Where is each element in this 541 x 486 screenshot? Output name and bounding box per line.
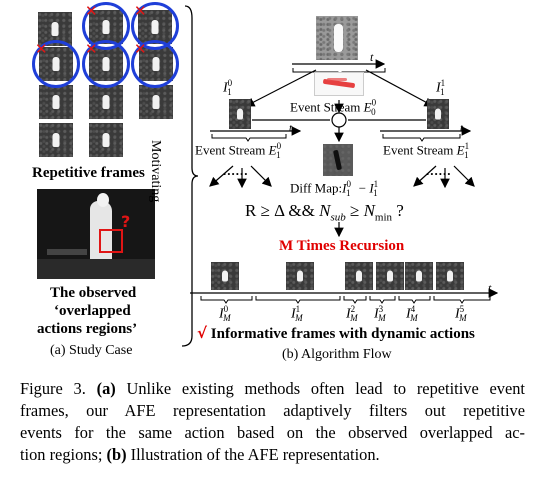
i10-label: I01 bbox=[223, 78, 233, 98]
top-t-label: t bbox=[370, 50, 374, 64]
repetition-circle bbox=[32, 40, 80, 88]
frame-i11 bbox=[427, 99, 449, 129]
frame-thumbnail bbox=[139, 85, 173, 119]
right-t-label: t bbox=[460, 122, 464, 134]
reject-x-icon: ✕ bbox=[85, 40, 98, 58]
study-case-caption: (a) Study Case bbox=[50, 343, 133, 358]
overlap-question-mark: ? bbox=[121, 212, 131, 231]
right-dots: ...... bbox=[426, 163, 452, 178]
frame-thumbnail bbox=[39, 85, 73, 119]
diff-map-image bbox=[323, 144, 353, 176]
output-frame bbox=[405, 262, 433, 290]
im3-label: I3M bbox=[374, 304, 386, 324]
event-stream-left-label: Event Stream E01 bbox=[195, 141, 282, 160]
output-frame bbox=[345, 262, 373, 290]
figure-caption: Figure 3. (a) Unlike existing methods of… bbox=[20, 378, 525, 466]
im5-label: I5M bbox=[455, 304, 467, 324]
event-stream-image bbox=[314, 72, 364, 96]
frame-thumbnail bbox=[89, 123, 123, 157]
reject-x-icon: ✕ bbox=[35, 40, 48, 58]
i11-label: I11 bbox=[436, 78, 446, 98]
output-frame bbox=[436, 262, 464, 290]
reject-x-icon: ✕ bbox=[85, 2, 98, 20]
frame-i10 bbox=[229, 99, 251, 129]
reject-x-icon: ✕ bbox=[134, 40, 147, 58]
reject-x-icon: ✕ bbox=[134, 2, 147, 20]
observed-label-line2: ‘overlapped bbox=[54, 303, 131, 319]
observed-label-line1: The observed bbox=[50, 285, 137, 301]
recursion-label: M Times Recursion bbox=[279, 238, 405, 254]
caption-line: Figure 3. (a) Unlike existing methods of… bbox=[20, 379, 525, 398]
bottom-t-label: t bbox=[488, 281, 492, 295]
repetition-circle bbox=[131, 40, 179, 88]
observed-label-line3: actions regions’ bbox=[37, 321, 138, 337]
left-dots: ...... bbox=[223, 163, 249, 178]
frame-thumbnail bbox=[39, 123, 73, 157]
observed-frame-image bbox=[37, 189, 155, 279]
left-t-label: t bbox=[289, 122, 293, 134]
algorithm-flow-caption: (b) Algorithm Flow bbox=[282, 347, 392, 362]
repetitive-frames-label: Repetitive frames bbox=[32, 165, 145, 181]
im0-label: I0M bbox=[219, 304, 231, 324]
informative-frames-label: √ Informative frames with dynamic action… bbox=[197, 324, 475, 342]
im4-label: I4M bbox=[406, 304, 418, 324]
repetition-circle bbox=[82, 40, 130, 88]
output-frame bbox=[211, 262, 239, 290]
top-event-frame bbox=[316, 16, 358, 60]
condition-text: R ≥ Δ && Nsub ≥ Nmin ? bbox=[245, 201, 404, 224]
caption-line: frames, our AFE representation adaptivel… bbox=[20, 401, 525, 420]
check-icon: √ bbox=[197, 324, 208, 342]
frame-thumbnail bbox=[89, 85, 123, 119]
event-stream-right-label: Event Stream E11 bbox=[383, 141, 470, 160]
output-frame bbox=[286, 262, 314, 290]
output-frame bbox=[376, 262, 404, 290]
caption-line: events for the same action based on the … bbox=[20, 423, 525, 442]
im1-label: I1M bbox=[291, 304, 303, 324]
im2-label: I2M bbox=[346, 304, 358, 324]
overlap-region-box bbox=[99, 229, 123, 253]
event-stream-top-label: Event Stream E00 bbox=[290, 98, 377, 117]
frame-thumbnail bbox=[38, 12, 72, 46]
diff-map-label: Diff Map:I01 − I11 bbox=[290, 179, 379, 198]
caption-line: tion regions; (b) Illustration of the AF… bbox=[20, 445, 380, 464]
